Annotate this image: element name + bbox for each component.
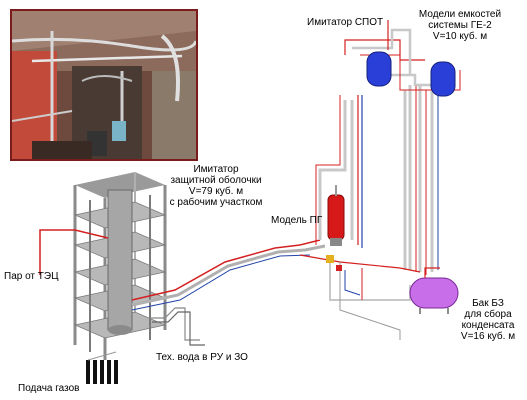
bz-label-line: Бак БЗ: [472, 298, 504, 309]
containment-tower: [73, 172, 167, 360]
ge2-tank-left: [366, 51, 392, 87]
spot-label: Имитатор СПОТ: [307, 17, 384, 28]
ge2-label-line: Модели емкостей: [418, 9, 502, 20]
tech-water-pipe: [150, 307, 200, 341]
industrial-hall-photo-icon: [12, 11, 196, 159]
ge2-tanks: [366, 51, 456, 97]
steam-generator-model: [327, 185, 345, 246]
tech-water-label: Тех. вода в РУ и ЗО: [156, 352, 248, 363]
ge2-label: Модели емкостей системы ГЕ-2 V=10 куб. м: [414, 9, 506, 42]
pg-label: Модель ПГ: [271, 215, 323, 226]
containment-label-line: V=79 куб. м: [188, 186, 244, 197]
containment-label-line: с рабочим участком: [169, 197, 263, 208]
bz-label-line: V=16 куб. м: [460, 331, 516, 342]
bz-label-line: для сбора: [464, 309, 512, 320]
main-process-line: [131, 244, 326, 307]
ge2-tank-right: [430, 61, 456, 97]
containment-label-line: защитной оболочки: [170, 175, 262, 186]
bz-condensate-tank: [409, 267, 459, 314]
steam-supply-pipe: [39, 229, 109, 275]
facility-photo: [10, 9, 198, 161]
cooling-water-line: [131, 254, 311, 311]
gas-supply-cylinders: [86, 351, 118, 384]
containment-vessel-bottom: [108, 325, 132, 335]
steam-label: Пар от ТЭЦ: [4, 271, 59, 282]
bz-label-line: конденсата: [461, 320, 515, 331]
containment-label-line: Имитатор: [193, 164, 239, 175]
ge2-label-line: V=10 куб. м: [432, 31, 488, 42]
containment-vessel: [107, 189, 133, 331]
lower-distribution: [299, 254, 421, 340]
tower-roof: [75, 172, 165, 198]
main-steam-line: [131, 239, 321, 301]
ge2-label-line: системы ГЕ-2: [428, 20, 492, 31]
bz-label: Бак БЗ для сбора конденсата V=16 куб. м: [455, 298, 521, 342]
containment-label: Имитатор защитной оболочки V=79 куб. м с…: [168, 164, 264, 208]
gas-supply-label: Подача газов: [18, 383, 80, 394]
riser-pipes: [315, 85, 439, 275]
tech-water-pipe: [152, 311, 205, 346]
